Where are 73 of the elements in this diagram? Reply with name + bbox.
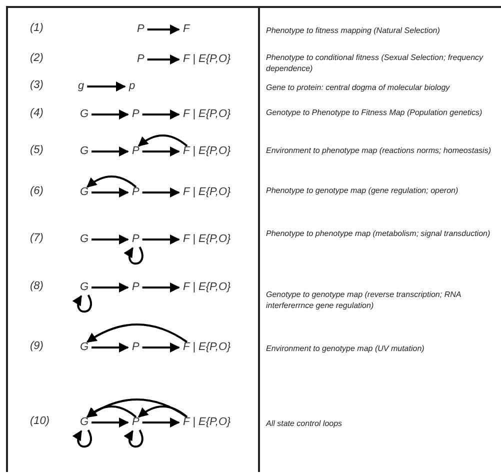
description-text: Genotype to genotype map (reverse transcription; RNA interfererrnce gene regulation): [266, 289, 462, 311]
variable-label: P: [132, 186, 140, 199]
variable-label: p: [129, 80, 136, 93]
arrow: [124, 430, 144, 448]
row-number: (10): [30, 415, 50, 428]
arrow: [142, 342, 180, 352]
row-number: (8): [30, 280, 44, 293]
variable-label: F | E{P,O}: [183, 53, 231, 66]
variable-label: F | E{P,O}: [183, 233, 231, 246]
row-number: (6): [30, 185, 44, 198]
description-text: All state control loops: [266, 418, 344, 429]
arrow: [92, 188, 129, 198]
variable-label: P: [137, 23, 144, 36]
variable-label: F: [183, 23, 190, 36]
description-text: Phenotype to genotype map (gene regulation; operon): [266, 185, 460, 196]
arrow: [147, 24, 180, 34]
arrow: [92, 146, 129, 156]
arrow: [142, 146, 180, 156]
variable-label: G: [80, 186, 89, 199]
variable-label: F | E{P,O}: [183, 186, 231, 199]
variable-label: P: [132, 341, 140, 354]
description-text: Genotype to Phenotype to Fitness Map (Population genetics): [266, 107, 484, 118]
description-text: Gene to protein: central dogma of molecular biology: [266, 82, 451, 93]
row-number: (9): [30, 340, 44, 353]
variable-label: G: [80, 233, 89, 246]
variable-label: P: [132, 281, 140, 294]
row-number: (4): [30, 107, 44, 120]
arrow: [124, 246, 144, 265]
arrow: [92, 110, 129, 120]
variable-label: F | E{P,O}: [183, 341, 231, 354]
variable-label: G: [80, 108, 89, 121]
arrow: [142, 282, 180, 292]
variable-label: P: [132, 233, 140, 246]
row-number: (1): [30, 22, 44, 35]
arrow: [92, 282, 129, 292]
variable-label: G: [80, 281, 89, 294]
variable-label: G: [80, 416, 89, 429]
variable-label: F | E{P,O}: [183, 416, 231, 429]
row-number: (5): [30, 144, 44, 157]
arrow: [92, 234, 129, 244]
variable-label: P: [137, 53, 144, 66]
arrow: [87, 82, 126, 92]
description-text: Phenotype to fitness mapping (Natural Selection): [266, 25, 441, 36]
arrow: [138, 406, 188, 418]
row-number: (2): [30, 52, 44, 65]
arrow: [142, 110, 180, 120]
arrow: [72, 430, 92, 448]
row-number: (7): [30, 232, 44, 245]
arrow: [147, 54, 180, 64]
description-text: Phenotype to phenotype map (metabolism; signal transduction): [266, 228, 492, 239]
row-number: (3): [30, 79, 44, 92]
arrow: [86, 324, 188, 343]
arrow: [142, 188, 180, 198]
variable-label: P: [132, 108, 140, 121]
arrow: [142, 234, 180, 244]
arrow: [138, 134, 188, 147]
description-text: Phenotype to conditional fitness (Sexual Selection; frequency dependence): [266, 52, 484, 74]
arrow: [86, 176, 137, 188]
variable-label: G: [80, 145, 89, 158]
variable-label: g: [78, 80, 84, 93]
variable-label: F | E{P,O}: [183, 145, 231, 158]
variable-label: F | E{P,O}: [183, 108, 231, 121]
arrow: [142, 418, 180, 428]
arrow: [92, 418, 129, 428]
arrow: [72, 294, 92, 313]
variable-label: P: [132, 416, 140, 429]
arrow: [92, 342, 129, 352]
variable-label: P: [132, 145, 140, 158]
description-text: Environment to phenotype map (reactions norms; homeostasis): [266, 145, 492, 156]
variable-label: G: [80, 341, 89, 354]
variable-label: F | E{P,O}: [183, 281, 231, 294]
description-text: Environment to genotype map (UV mutation): [266, 343, 426, 354]
arrow: [86, 406, 137, 418]
